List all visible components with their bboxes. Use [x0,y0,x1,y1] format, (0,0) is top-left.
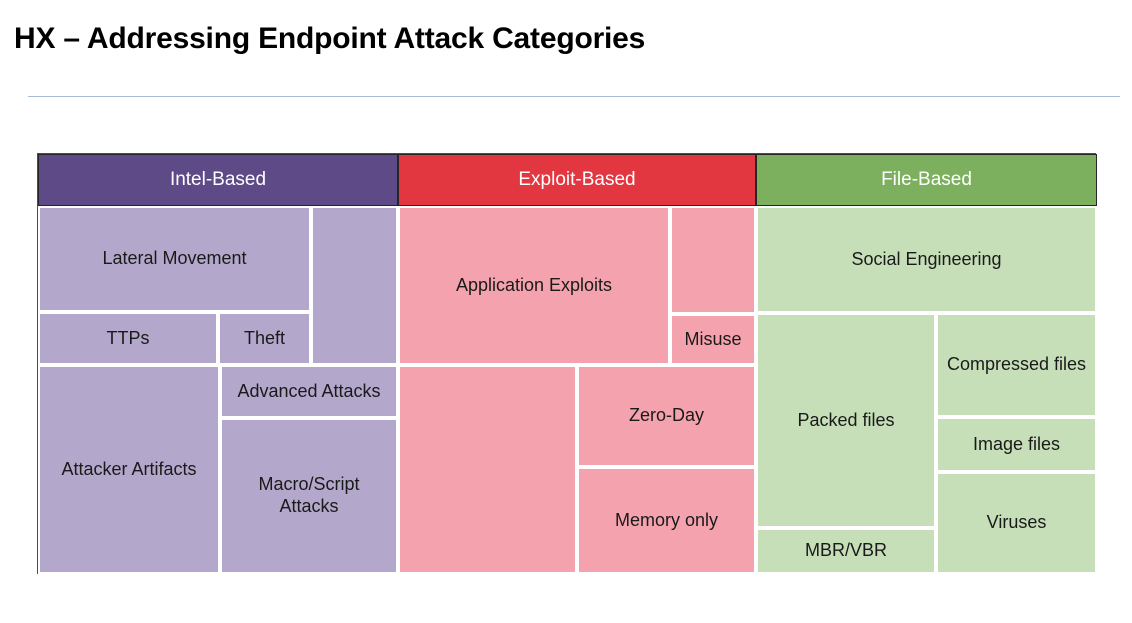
treemap-cell-zero-day[interactable]: Zero-Day [577,365,756,467]
treemap-cell-label: Attacker Artifacts [61,458,197,479]
treemap-cell-memory-only[interactable]: Memory only [577,467,756,574]
treemap-cell-label: Viruses [986,512,1047,533]
treemap-cell-unlabeled-10[interactable] [398,365,577,574]
treemap-cell-label: Advanced Attacks [237,380,381,401]
treemap-cell-label: Zero-Day [628,405,704,426]
treemap-cell-ttps[interactable]: TTPs [38,312,218,365]
category-header-label: Exploit-Based [518,169,636,191]
treemap-cell-lateral-movement[interactable]: Lateral Movement [38,206,311,312]
treemap-cell-label: MBR/VBR [804,540,887,561]
treemap-cell-theft[interactable]: Theft [218,312,311,365]
treemap-cell-unlabeled-3[interactable] [311,206,398,365]
page-title: HX – Addressing Endpoint Attack Categori… [14,22,646,55]
treemap-chart: Intel-Based Exploit-Based File-Based Later… [37,153,1097,574]
treemap-cell-label: Compressed files [946,354,1087,375]
treemap-cell-label: TTPs [106,327,150,348]
category-header-label: File-Based [881,169,972,191]
category-header-label: Intel-Based [169,169,267,191]
category-header-intel-based[interactable]: Intel-Based [38,154,398,206]
treemap-cell-label: Social Engineering [851,248,1002,269]
treemap-cell-macro-script-attacks[interactable]: Macro/Script Attacks [220,418,398,574]
treemap-cell-label: Application Exploits [455,274,613,295]
treemap-cell-unlabeled-8[interactable] [670,206,756,314]
treemap-cell-label: Image files [972,433,1061,454]
treemap-cell-mbr-vbr[interactable]: MBR/VBR [756,528,936,574]
treemap-cell-packed-files[interactable]: Packed files [756,313,936,528]
treemap-cell-label: Packed files [797,409,895,430]
treemap-cell-label: Theft [243,327,286,348]
treemap-cell-image-files[interactable]: Image files [936,417,1097,472]
treemap-cell-label: Memory only [614,509,719,530]
treemap-cell-misuse[interactable]: Misuse [670,314,756,365]
treemap-cell-compressed-files[interactable]: Compressed files [936,313,1097,417]
treemap-cell-label: Macro/Script Attacks [258,474,360,516]
category-header-file-based[interactable]: File-Based [756,154,1097,206]
treemap-cell-social-engineering[interactable]: Social Engineering [756,206,1097,313]
category-header-exploit-based[interactable]: Exploit-Based [398,154,756,206]
treemap-cell-label: Misuse [684,328,742,349]
treemap-cell-application-exploits[interactable]: Application Exploits [398,206,670,365]
treemap-cell-advanced-attacks[interactable]: Advanced Attacks [220,365,398,418]
title-divider [28,96,1120,97]
treemap-cell-attacker-artifacts[interactable]: Attacker Artifacts [38,365,220,574]
treemap-cell-label: Lateral Movement [102,248,247,269]
treemap-cell-viruses[interactable]: Viruses [936,472,1097,574]
